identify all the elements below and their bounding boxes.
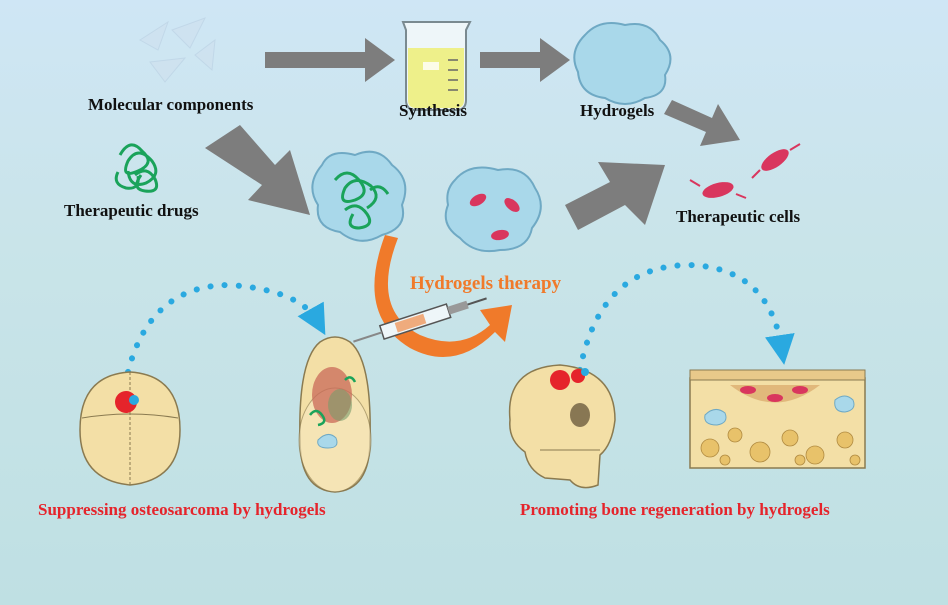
label-hydrogels-therapy: Hydrogels therapy bbox=[410, 273, 562, 294]
label-therapeutic-cells: Therapeutic cells bbox=[676, 207, 801, 226]
label-suppressing-osteosarcoma: Suppressing osteosarcoma by hydrogels bbox=[38, 500, 326, 519]
arrow-from-cells bbox=[565, 162, 665, 230]
cell-loaded-hydrogel-icon bbox=[444, 166, 542, 253]
skull-side-icon bbox=[508, 364, 616, 489]
label-therapeutic-drugs: Therapeutic drugs bbox=[64, 201, 199, 220]
therapeutic-drug-icon bbox=[114, 143, 159, 193]
bone-section-icon bbox=[298, 336, 372, 493]
molecular-components-icon bbox=[139, 17, 216, 83]
therapy-curve-arrow bbox=[374, 235, 512, 357]
arrow-to-drug-hydrogel bbox=[205, 125, 310, 215]
arrow-to-synthesis bbox=[265, 38, 395, 82]
label-promoting-bone-regeneration: Promoting bone regeneration by hydrogels bbox=[520, 500, 830, 519]
label-synthesis: Synthesis bbox=[399, 101, 468, 120]
arrow-to-cells bbox=[664, 100, 740, 146]
dotted-arc-left bbox=[125, 281, 326, 375]
dotted-arc-right bbox=[577, 261, 795, 373]
hydrogel-blob-icon bbox=[573, 22, 672, 105]
drug-loaded-hydrogel-icon bbox=[311, 150, 407, 242]
syringe-icon bbox=[353, 297, 487, 343]
bone-tissue-icon bbox=[689, 369, 866, 469]
beaker-icon bbox=[401, 21, 472, 111]
label-molecular-components: Molecular components bbox=[88, 95, 254, 114]
therapeutic-cell-icon bbox=[689, 143, 801, 199]
arrow-to-hydrogel bbox=[480, 38, 570, 82]
label-hydrogels: Hydrogels bbox=[580, 101, 655, 120]
skull-top-icon bbox=[79, 371, 181, 486]
